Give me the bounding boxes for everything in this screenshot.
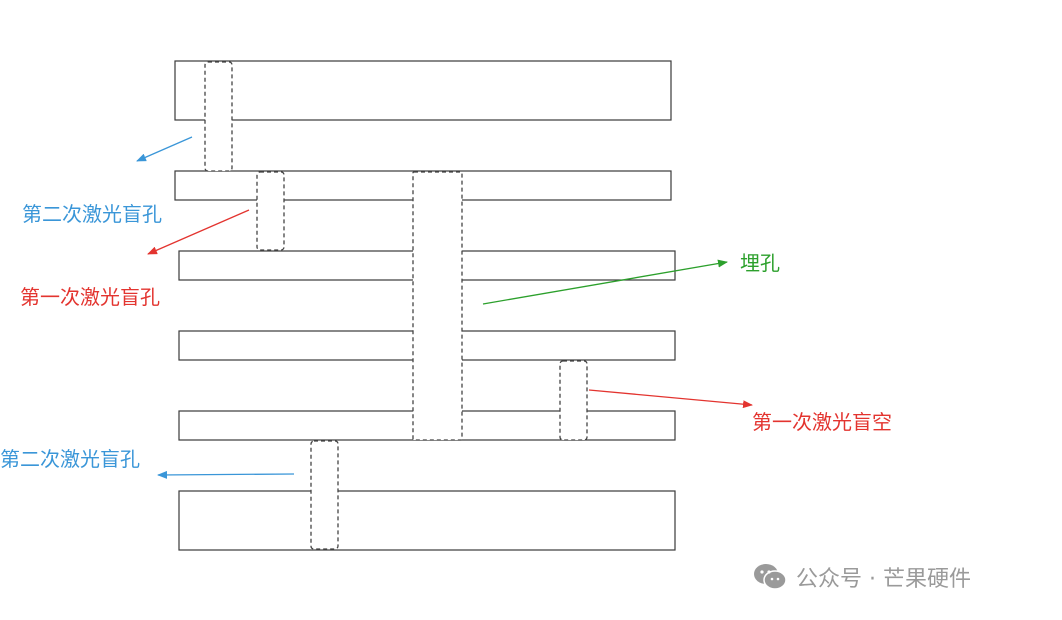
layer-1 — [174, 60, 672, 121]
label-first-laser-blind-hole: 第一次激光盲孔 — [20, 285, 160, 309]
arrow-second-laser-blind-hole-top — [136, 136, 193, 162]
arrow-buried-hole — [482, 259, 728, 305]
arrow-first-laser-blind-hole — [147, 209, 250, 255]
arrow-second-laser-blind-hole-bottom — [157, 470, 295, 479]
label-second-laser-blind-hole-top: 第二次激光盲孔 — [22, 202, 162, 226]
arrow-first-laser-blind-cavity — [588, 389, 753, 409]
watermark-text: 公众号 · 芒果硬件 — [796, 567, 971, 592]
watermark: 公众号 · 芒果硬件 — [752, 560, 971, 594]
layer-6 — [178, 490, 676, 551]
second-laser-blind-hole-bottom-via — [310, 440, 339, 550]
first-laser-blind-cavity-via — [559, 360, 588, 441]
wechat-icon — [754, 564, 787, 590]
second-laser-blind-hole-top-via — [204, 61, 233, 172]
first-laser-blind-hole-via — [256, 171, 285, 251]
buried-hole-via — [412, 171, 463, 441]
label-buried-hole: 埋孔 — [740, 251, 780, 275]
label-first-laser-blind-cavity: 第一次激光盲空 — [752, 410, 892, 434]
label-second-laser-blind-hole-bottom: 第二次激光盲孔 — [0, 447, 140, 471]
